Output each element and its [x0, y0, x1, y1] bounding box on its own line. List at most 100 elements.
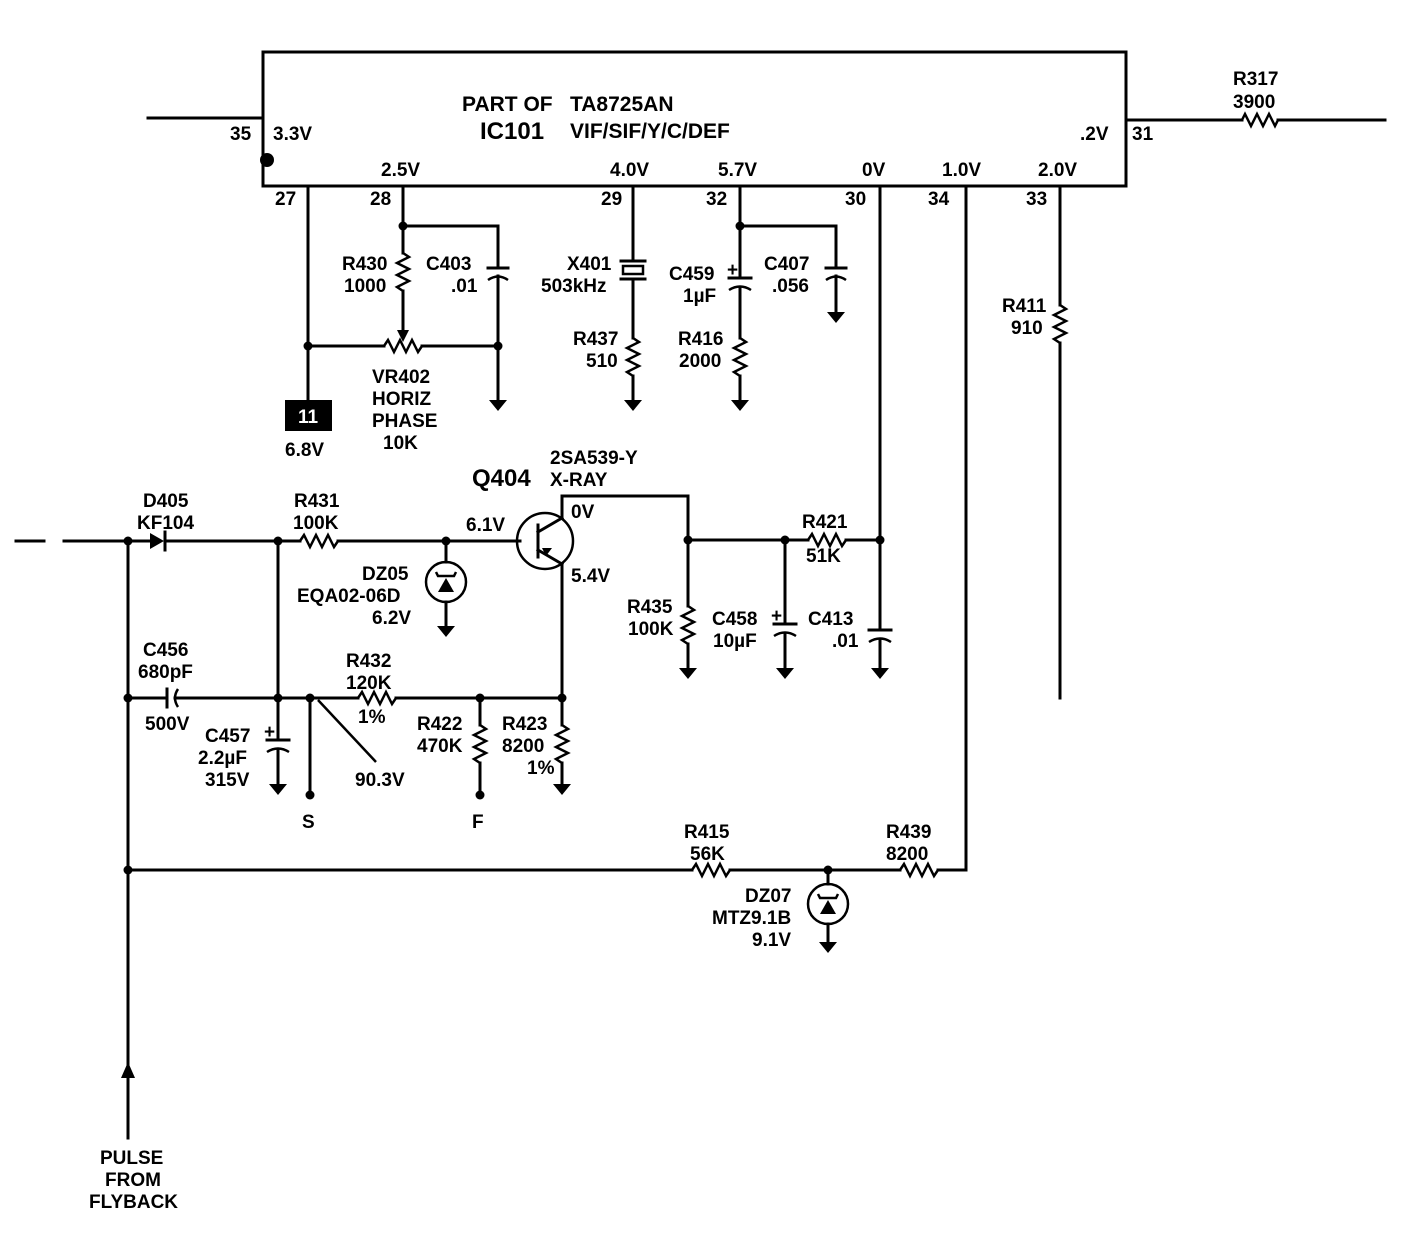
pin-31-number: 31 — [1132, 124, 1154, 145]
ic-part-number: TA8725AN — [570, 93, 673, 116]
c459-value: 1µF — [683, 286, 716, 307]
r422-value: 470K — [417, 736, 463, 757]
terminal-s: S — [302, 812, 315, 833]
pin-28-voltage: 2.5V — [381, 160, 420, 181]
d405-ref: D405 — [143, 491, 189, 512]
pin-34-voltage: 1.0V — [942, 160, 981, 181]
vr402-label-2: PHASE — [372, 411, 437, 432]
r411-value: 910 — [1011, 318, 1043, 339]
r422-ref: R422 — [417, 714, 462, 735]
r432-ref: R432 — [346, 651, 391, 672]
r435-ref: R435 — [627, 597, 673, 618]
ground-icon — [776, 668, 794, 679]
r317-value: 3900 — [1233, 92, 1275, 113]
r317-ref: R317 — [1233, 69, 1278, 90]
r411-ref: R411 — [1002, 296, 1047, 317]
x401-ref: X401 — [567, 254, 612, 275]
d405-value: KF104 — [137, 513, 194, 534]
r423-value: 8200 — [502, 736, 544, 757]
vr402-value: 10K — [383, 433, 418, 454]
ground-icon — [871, 668, 889, 679]
tap-voltage: 90.3V — [355, 770, 405, 791]
test-point-11 — [285, 400, 332, 431]
svg-text:+: + — [264, 722, 275, 743]
c457-voltage: 315V — [205, 770, 250, 791]
c459-ref: C459 — [669, 264, 714, 285]
c457-ref: C457 — [205, 726, 250, 747]
q404-base-voltage: 6.1V — [466, 515, 505, 536]
r431-value: 100K — [293, 513, 339, 534]
r317-resistor — [1240, 111, 1280, 129]
r435-resistor — [679, 604, 697, 646]
pin-32-number: 32 — [706, 189, 727, 210]
d405-diode — [150, 530, 167, 552]
pin-31-voltage: .2V — [1080, 124, 1109, 145]
pin-29-voltage: 4.0V — [610, 160, 649, 181]
vr402-wiper-arrow — [397, 330, 409, 342]
r423-tolerance: 1% — [527, 758, 555, 779]
r439-resistor — [898, 861, 940, 879]
pin-27-number: 27 — [275, 189, 296, 210]
ground-icon — [269, 784, 287, 795]
r416-ref: R416 — [678, 329, 723, 350]
pin-30-number: 30 — [845, 189, 866, 210]
ground-icon — [827, 312, 845, 323]
pulse-label-3: FLYBACK — [89, 1192, 178, 1213]
q404-collector-voltage: 0V — [571, 502, 595, 523]
c456-ref: C456 — [143, 640, 188, 661]
r411-resistor — [1051, 303, 1069, 345]
dz07-zener-diode — [806, 882, 850, 926]
ground-icon — [489, 400, 507, 411]
c456-voltage: 500V — [145, 714, 190, 735]
r430-resistor — [394, 251, 412, 293]
ground-icon — [437, 626, 455, 637]
r430-value: 1000 — [344, 276, 386, 297]
r422-resistor — [471, 723, 489, 765]
r423-resistor — [553, 723, 571, 765]
pin-35-voltage: 3.3V — [273, 124, 312, 145]
terminal-f: F — [472, 812, 484, 833]
x401-value: 503kHz — [541, 276, 607, 297]
q404-part: 2SA539-Y — [550, 448, 638, 469]
ic-part-of: PART OF — [462, 93, 553, 116]
r431-resistor — [298, 532, 340, 550]
pin-28-number: 28 — [370, 189, 391, 210]
c403-ref: C403 — [426, 254, 471, 275]
c458-value: 10µF — [713, 631, 757, 652]
ic-function: VIF/SIF/Y/C/DEF — [570, 120, 730, 143]
q404-emitter-voltage: 5.4V — [571, 566, 610, 587]
ground-icon — [553, 784, 571, 795]
pin-29-number: 29 — [601, 189, 622, 210]
pin-35-number: 35 — [230, 124, 252, 145]
q404-transistor — [515, 511, 575, 571]
r431-ref: R431 — [294, 491, 340, 512]
r415-value: 56K — [690, 844, 725, 865]
ground-icon — [679, 668, 697, 679]
r437-value: 510 — [586, 351, 618, 372]
pulse-input-arrow-icon — [121, 1062, 135, 1078]
q404-desc: X-RAY — [550, 470, 608, 491]
pulse-label-1: PULSE — [100, 1148, 163, 1169]
pin-33-voltage: 2.0V — [1038, 160, 1077, 181]
svg-text:+: + — [771, 606, 782, 627]
pin-30-voltage: 0V — [862, 160, 886, 181]
c458-ref: C458 — [712, 609, 757, 630]
r421-value: 51K — [806, 546, 841, 567]
r432-tolerance: 1% — [358, 707, 386, 728]
r432-value: 120K — [346, 673, 392, 694]
r439-ref: R439 — [886, 822, 931, 843]
r421-ref: R421 — [802, 512, 848, 533]
pin1-marker — [260, 153, 274, 167]
dz05-part: EQA02-06D — [297, 586, 401, 607]
r416-resistor — [731, 336, 749, 378]
svg-text:+: + — [727, 260, 738, 281]
ground-icon — [819, 942, 837, 953]
r415-resistor — [690, 861, 732, 879]
r423-ref: R423 — [502, 714, 547, 735]
dz07-ref: DZ07 — [745, 886, 791, 907]
c413-ref: C413 — [808, 609, 853, 630]
dz05-ref: DZ05 — [362, 564, 409, 585]
pulse-label-2: FROM — [105, 1170, 161, 1191]
r439-value: 8200 — [886, 844, 928, 865]
ground-icon — [731, 400, 749, 411]
